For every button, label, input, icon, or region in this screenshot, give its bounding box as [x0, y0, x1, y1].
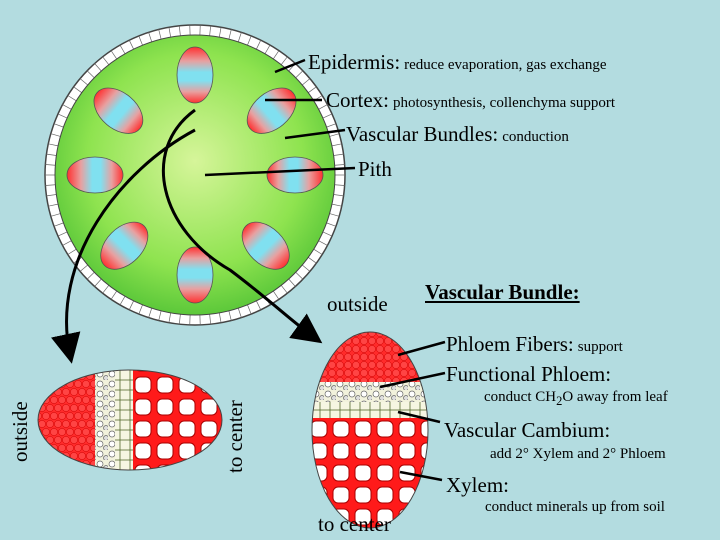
label-to-center-side: to center	[223, 400, 247, 473]
cambium-cells	[312, 402, 428, 418]
vascular-bundle-7	[66, 156, 124, 194]
bundle-detail-horizontal	[38, 370, 222, 470]
label-phloem-fibers-name: Phloem Fibers:	[446, 332, 574, 356]
vascular-bundle-5	[176, 246, 214, 304]
label-cortex-desc: photosynthesis, collenchyma support	[393, 95, 616, 111]
label-to-center-bottom: to center	[318, 512, 391, 536]
ch2o-post: O away from leaf	[562, 389, 668, 405]
arrow-to-bottom-detail	[161, 108, 323, 344]
vascular-bundle-4	[241, 221, 290, 270]
label-cortex: Cortex: photosynthesis, collenchyma supp…	[326, 88, 615, 113]
label-epidermis-name: Epidermis:	[308, 50, 401, 74]
label-outside-side: outside	[8, 401, 32, 462]
label-epidermis-desc: reduce evaporation, gas exchange	[404, 57, 607, 73]
bundle-heading: Vascular Bundle:	[425, 280, 580, 304]
leader-lines	[204, 58, 446, 482]
label-functional-phloem: Functional Phloem:	[446, 362, 612, 386]
label-pith: Pith	[358, 157, 392, 181]
epidermis-ticks	[45, 25, 345, 325]
label-cortex-name: Cortex:	[326, 88, 389, 112]
label-outside-top: outside	[327, 292, 388, 316]
vascular-bundle-6	[100, 221, 149, 270]
label-xylem-desc: conduct minerals up from soil	[485, 499, 665, 515]
label-vascular-bundles-desc: conduction	[502, 129, 569, 145]
label-functional-phloem-desc: conduct CH2O away from leaf	[484, 389, 668, 409]
ch2o-sub: 2	[556, 394, 563, 408]
phloem-fibers-cells	[312, 332, 428, 385]
vascular-bundle-1	[176, 46, 214, 104]
label-vascular-bundles-name: Vascular Bundles:	[346, 122, 499, 146]
ch2o-pre: conduct CH	[484, 389, 557, 405]
functional-phloem-cells	[312, 382, 428, 404]
label-xylem: Xylem:	[446, 473, 509, 497]
label-cambium: Vascular Cambium:	[444, 418, 611, 442]
vascular-bundle-ring	[66, 46, 324, 304]
label-cambium-desc: add 2° Xylem and 2° Phloem	[490, 446, 666, 462]
vascular-bundle-8	[93, 87, 144, 134]
bundle-detail-vertical	[312, 332, 428, 528]
vascular-bundle-3	[266, 156, 324, 194]
label-phloem-fibers: Phloem Fibers: support	[446, 332, 623, 357]
label-phloem-fibers-desc: support	[577, 339, 623, 355]
label-epidermis: Epidermis: reduce evaporation, gas excha…	[308, 50, 607, 75]
label-vascular-bundles: Vascular Bundles: conduction	[346, 122, 569, 147]
